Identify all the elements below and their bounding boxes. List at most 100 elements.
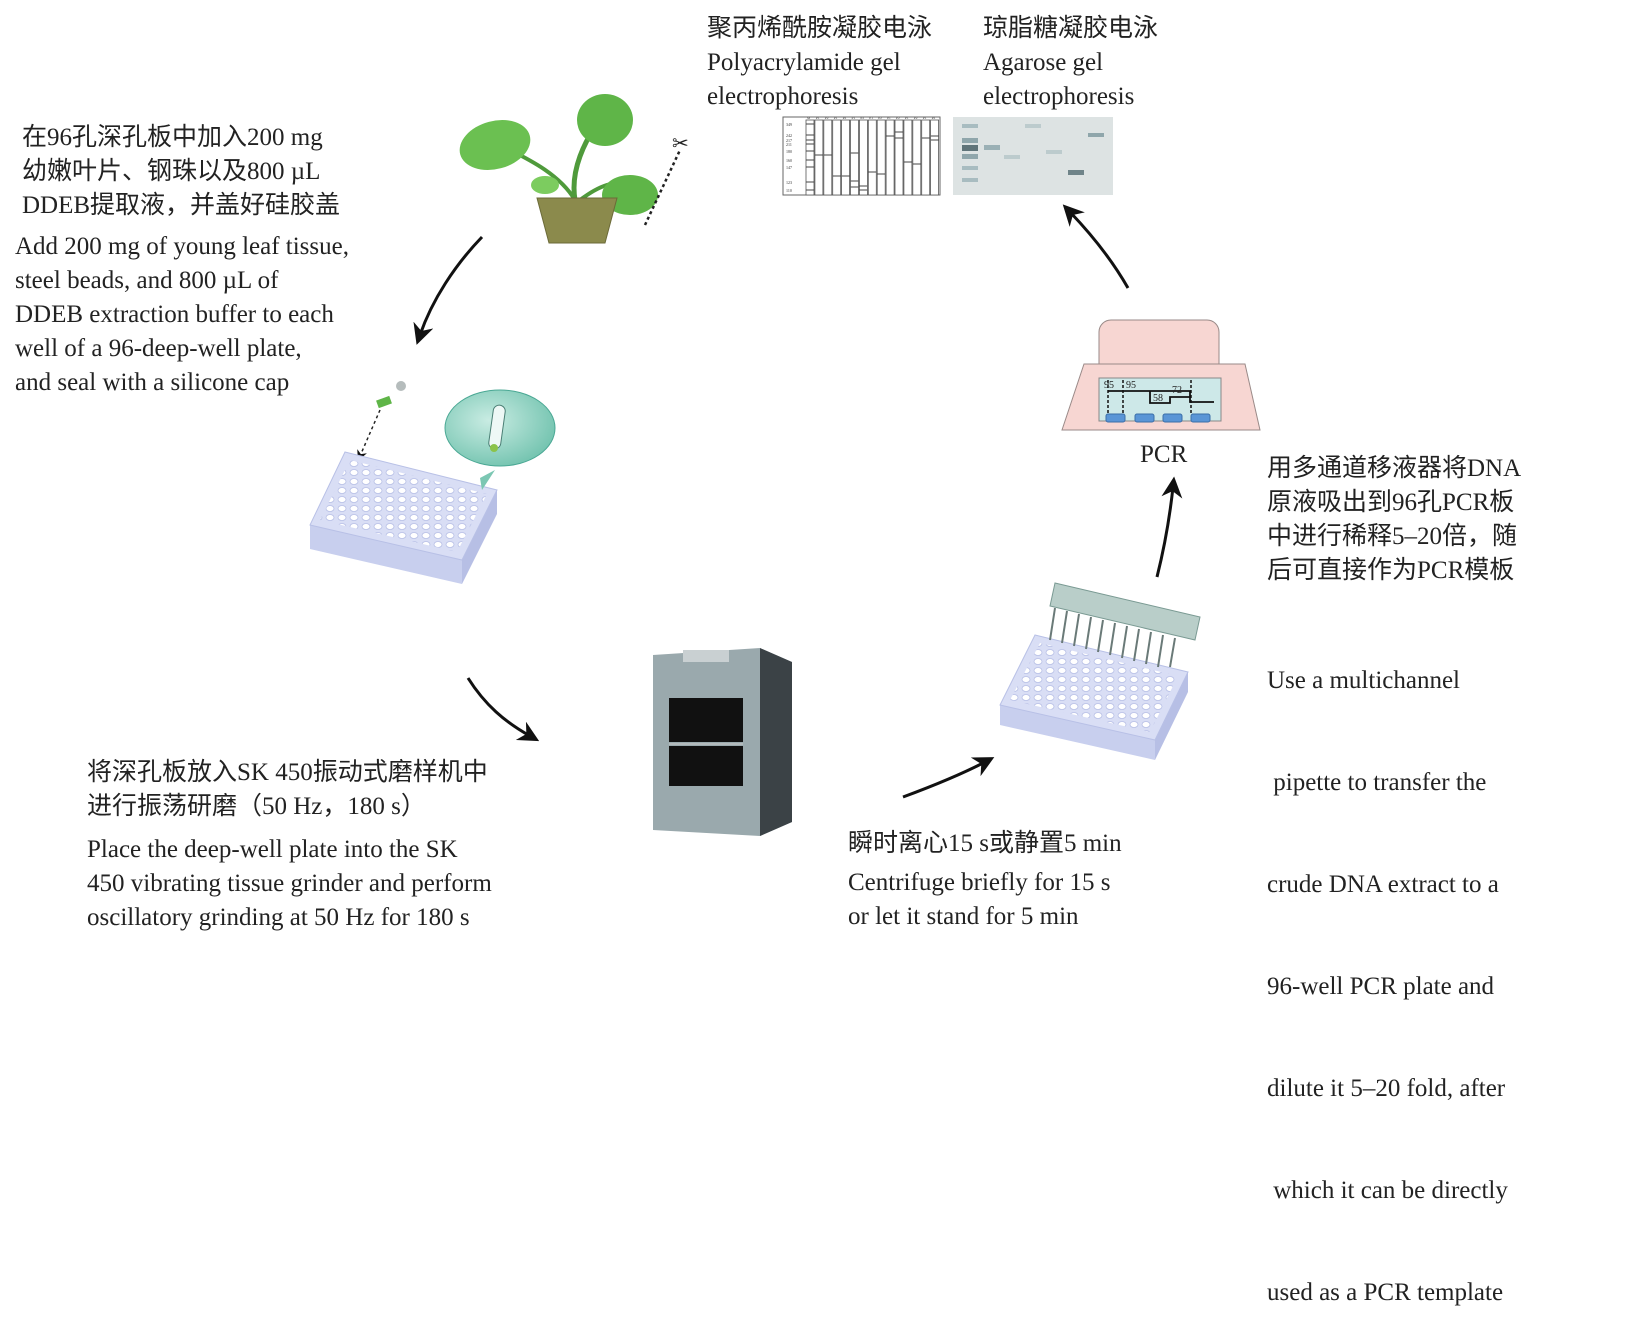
gel-lane — [814, 119, 824, 196]
workflow-illustration: ✂ — [309, 94, 1261, 836]
text-line: 琼脂糖凝胶电泳 — [983, 15, 1159, 42]
steel-bead-icon — [396, 381, 406, 391]
gel-lane — [867, 119, 877, 196]
text-line: dilute it 5–20 fold, after — [1267, 1075, 1506, 1102]
lane-label: P1 — [852, 116, 856, 120]
text-line: steel beads, and 800 µL of — [15, 267, 279, 294]
lane-label: P1 — [816, 116, 820, 120]
text-line: 原液吸出到96孔PCR板 — [1267, 489, 1515, 516]
text-line: 在96孔深孔板中加入200 mg — [22, 124, 323, 151]
text-line: crude DNA extract to a — [1267, 871, 1499, 898]
gel-lane — [841, 119, 850, 196]
text-line: DDEB extraction buffer to each — [15, 301, 334, 328]
text-line: and seal with a silicone cap — [15, 369, 290, 396]
lane-label: P1 — [905, 116, 909, 120]
ladder-label: 349 — [786, 122, 792, 127]
transfer-text-en: Use a multichannel pipette to transfer t… — [1267, 596, 1508, 1344]
text-line: 幼嫩叶片、钢珠以及800 µL — [22, 158, 321, 185]
sampling-text-en: Add 200 mg of young leaf tissue, steel b… — [15, 230, 349, 400]
ladder-label: 242 — [786, 133, 792, 138]
centrifuge-text-en: Centrifuge briefly for 15 s or let it st… — [848, 866, 1110, 934]
text-line: pipette to transfer the — [1267, 769, 1487, 796]
text-line: oscillatory grinding at 50 Hz for 180 s — [87, 904, 470, 931]
text-line: 96-well PCR plate and — [1267, 973, 1495, 1000]
gel-lane — [921, 119, 931, 196]
arrow-plant-to-plate — [413, 235, 484, 345]
text-line: 聚丙烯酰胺凝胶电泳 — [707, 15, 933, 42]
gel-lane — [805, 119, 815, 196]
text-line: or let it stand for 5 min — [848, 903, 1079, 930]
agarose-gel-title: 琼脂糖凝胶电泳 Agarose gel electrophoresis — [983, 12, 1158, 114]
gel-lane — [859, 119, 868, 196]
text-line: which it can be directly — [1267, 1177, 1508, 1204]
leaf-piece-icon — [376, 395, 392, 409]
text-line: Add 200 mg of young leaf tissue, — [15, 233, 349, 260]
transfer-text-zh: 用多通道移液器将DNA 原液吸出到96孔PCR板 中进行稀释5–20倍，随 后可… — [1267, 452, 1521, 588]
ladder-label: 160 — [786, 158, 792, 163]
lane-label: P2 — [932, 116, 936, 120]
text-line: 后可直接作为PCR模板 — [1267, 557, 1515, 584]
text-line: 用多通道移液器将DNA — [1267, 455, 1522, 482]
sampling-text-zh: 在96孔深孔板中加入200 mg 幼嫩叶片、钢珠以及800 µL DDEB提取液… — [22, 121, 340, 223]
lane-label: P1 — [869, 116, 873, 120]
ladder-label: 217 — [786, 138, 792, 143]
pcr-temp-1: 95 — [1104, 380, 1114, 391]
lane-label: P2 — [878, 116, 882, 120]
centrifuge-text-zh: 瞬时离心15 s或静置5 min — [848, 827, 1122, 861]
pcr-plate-pipette-icon — [999, 582, 1201, 760]
gel-lane — [903, 119, 913, 196]
gel-lane — [912, 119, 922, 196]
pcr-temp-2: 95 — [1126, 380, 1136, 391]
lane-label: P1 — [834, 116, 838, 120]
pcr-temp-4: 72 — [1172, 385, 1182, 396]
text-line: electrophoresis — [983, 83, 1135, 110]
text-line: 中进行稀释5–20倍，随 — [1267, 523, 1518, 550]
lane-label: M — [807, 116, 811, 120]
text-line: Polyacrylamide gel — [707, 49, 901, 76]
page-gel-title: 聚丙烯酰胺凝胶电泳 Polyacrylamide gel electrophor… — [707, 12, 932, 114]
tissue-grinder-icon — [653, 648, 792, 836]
grinding-text-en: Place the deep-well plate into the SK 45… — [87, 833, 492, 935]
text-line: Centrifuge briefly for 15 s — [848, 869, 1111, 896]
ladder-label: 110 — [786, 188, 792, 193]
text-line: Place the deep-well plate into the SK — [87, 836, 458, 863]
lane-label: P2 — [896, 116, 900, 120]
grinding-text-zh: 将深孔板放入SK 450振动式磨样机中 进行振荡研磨（50 Hz，180 s） — [87, 756, 488, 824]
gel-lane — [823, 119, 833, 196]
ladder-label: 211 — [786, 142, 792, 147]
svg-text:✂: ✂ — [672, 133, 689, 155]
tube-bubble-icon — [444, 389, 556, 490]
agarose-gel-image — [953, 117, 1113, 195]
text-line: DDEB提取液，并盖好硅胶盖 — [22, 192, 341, 219]
text-line: used as a PCR template — [1267, 1279, 1504, 1306]
gel-lane — [850, 119, 859, 196]
gel-lane — [876, 119, 886, 196]
arrow-to-pipette — [902, 757, 995, 799]
pcr-temp-3: 58 — [1153, 393, 1163, 404]
lane-label: P1 — [887, 116, 891, 120]
text-line: 瞬时离心15 s或静置5 min — [848, 830, 1122, 857]
pcr-machine-icon: 95 95 58 72 — [1061, 319, 1261, 431]
lane-label: P2 — [843, 116, 847, 120]
gel-lane — [894, 119, 904, 196]
lane-label: P2 — [914, 116, 918, 120]
arrow-to-pcr — [1155, 476, 1183, 578]
text-line: 450 vibrating tissue grinder and perform — [87, 870, 492, 897]
arrow-to-gels — [1062, 204, 1130, 289]
text-line: 进行振荡研磨（50 Hz，180 s） — [87, 793, 426, 820]
lane-label: P1 — [923, 116, 927, 120]
ladder-label: 180 — [786, 149, 792, 154]
ladder-label: 123 — [786, 180, 792, 185]
text-line: 将深孔板放入SK 450振动式磨样机中 — [87, 759, 488, 786]
deep-well-plate-icon — [309, 451, 498, 584]
ladder-label: 147 — [786, 165, 792, 170]
text-line: Use a multichannel — [1267, 667, 1460, 694]
plant-icon: ✂ — [459, 94, 689, 244]
text-line: Agarose gel — [983, 49, 1104, 76]
gel-lane — [885, 119, 895, 196]
lane-label: P2 — [825, 116, 829, 120]
gel-lane — [832, 119, 842, 196]
text-line: electrophoresis — [707, 83, 859, 110]
text-line: well of a 96-deep-well plate, — [15, 335, 302, 362]
